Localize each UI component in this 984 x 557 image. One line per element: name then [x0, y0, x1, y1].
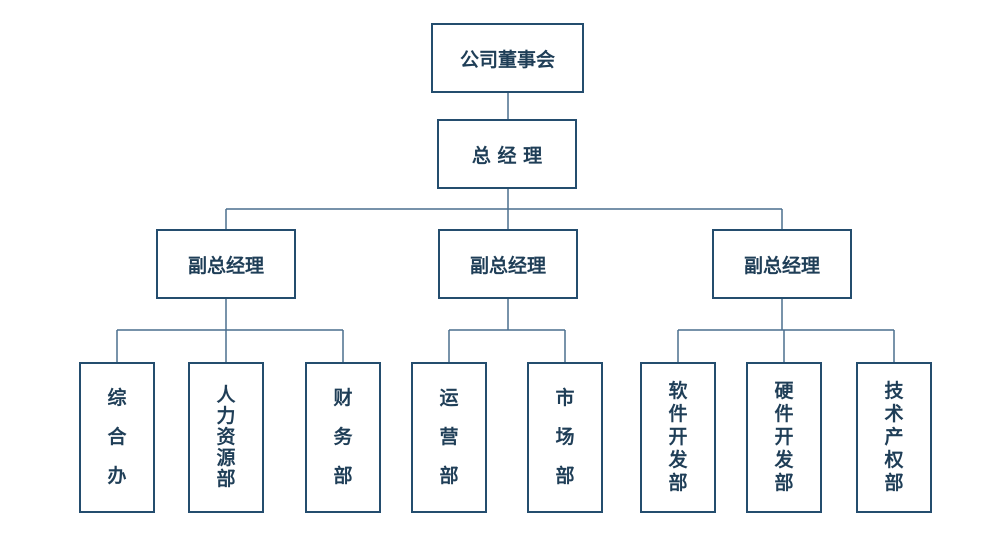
general-manager-label: 总 经 理: [471, 144, 543, 167]
department-char: 硬: [774, 380, 794, 402]
board-label: 公司董事会: [459, 48, 555, 71]
department-label: 财 务 部: [333, 364, 352, 511]
department-char: 开: [668, 426, 688, 448]
department-char: 资: [216, 426, 236, 448]
department-char: 发: [774, 449, 794, 471]
department-char: 开: [774, 426, 794, 448]
deputy-manager-label: 副总经理: [469, 254, 546, 277]
department-char: 部: [668, 472, 688, 494]
department-char: 软: [668, 380, 688, 402]
department-char: 办: [107, 465, 127, 487]
department-box-ip: 技 术 产 权 部: [856, 362, 932, 513]
department-char: 部: [884, 472, 904, 494]
department-char: 部: [774, 472, 794, 494]
department-char: 合: [107, 426, 127, 448]
department-label: 硬 件 开 发 部: [774, 364, 793, 511]
deputy-manager-box-2: 副总经理: [438, 229, 578, 299]
department-char: 市: [555, 387, 575, 409]
department-char: 营: [439, 426, 459, 448]
department-box-general-office: 综 合 办: [79, 362, 155, 513]
department-char: 运: [439, 387, 459, 409]
department-char: 件: [668, 403, 688, 425]
department-box-hr: 人 力 资 源 部: [188, 362, 264, 513]
department-char: 综: [107, 387, 127, 409]
department-char: 场: [555, 426, 575, 448]
deputy-manager-label: 副总经理: [743, 254, 820, 277]
department-char: 部: [555, 465, 575, 487]
board-box: 公司董事会: [431, 23, 584, 93]
department-box-finance: 财 务 部: [305, 362, 381, 513]
department-label: 技 术 产 权 部: [884, 364, 903, 511]
department-char: 财: [333, 387, 353, 409]
deputy-manager-box-1: 副总经理: [156, 229, 296, 299]
department-char: 权: [884, 449, 904, 471]
department-box-hardware-dev: 硬 件 开 发 部: [746, 362, 822, 513]
department-char: 术: [884, 403, 904, 425]
department-label: 人 力 资 源 部: [216, 364, 235, 511]
deputy-manager-box-3: 副总经理: [712, 229, 852, 299]
deputy-manager-label: 副总经理: [187, 254, 264, 277]
department-char: 技: [884, 380, 904, 402]
department-label: 运 营 部: [439, 364, 458, 511]
department-box-software-dev: 软 件 开 发 部: [640, 362, 716, 513]
general-manager-box: 总 经 理: [437, 119, 577, 189]
department-label: 市 场 部: [555, 364, 574, 511]
department-char: 产: [884, 426, 904, 448]
department-char: 部: [333, 465, 353, 487]
department-box-marketing: 市 场 部: [527, 362, 603, 513]
department-char: 部: [439, 465, 459, 487]
department-label: 综 合 办: [107, 364, 126, 511]
department-char: 务: [333, 426, 353, 448]
department-box-operations: 运 营 部: [411, 362, 487, 513]
department-label: 软 件 开 发 部: [668, 364, 687, 511]
department-char: 部: [216, 468, 236, 490]
department-char: 件: [774, 403, 794, 425]
department-char: 源: [216, 447, 236, 469]
department-char: 发: [668, 449, 688, 471]
department-char: 力: [216, 405, 236, 427]
department-char: 人: [216, 384, 236, 406]
